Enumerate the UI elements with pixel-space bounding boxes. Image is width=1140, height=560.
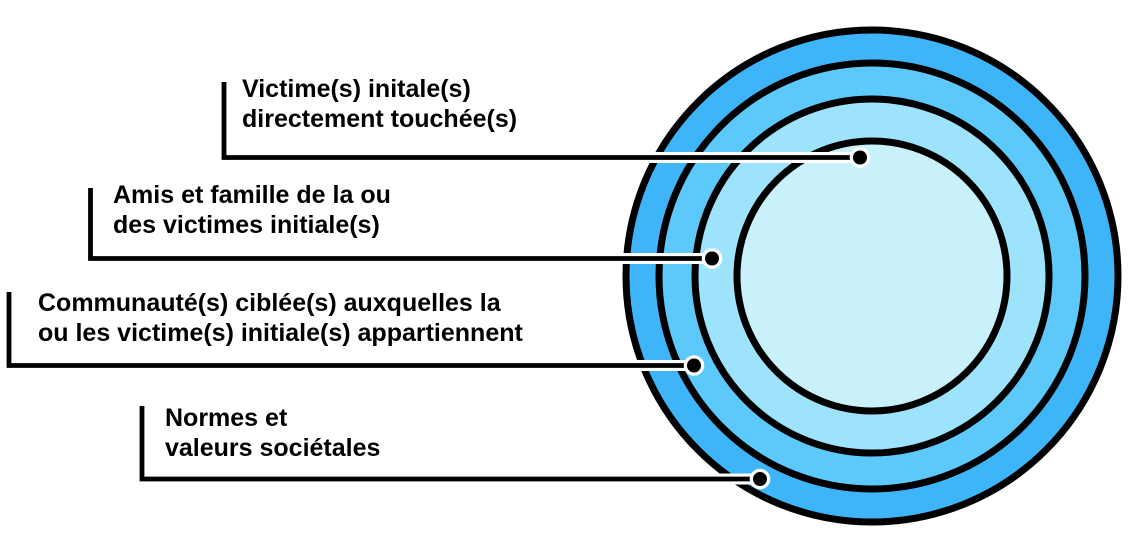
- label-initial-victims-line2: directement touchée(s): [242, 105, 518, 133]
- label-targeted-communities-line2: ou les victime(s) initiale(s) appartienn…: [38, 319, 523, 347]
- dot-targeted-communities: [687, 358, 701, 373]
- label-targeted-communities: Communauté(s) ciblée(s) auxquelles la ou…: [38, 288, 523, 348]
- label-friends-family-line1: Amis et famille de la ou: [113, 181, 391, 209]
- connector-initial-victims: [221, 82, 860, 160]
- dot-initial-victims: [853, 150, 867, 165]
- connector-societal-norms: [139, 406, 760, 482]
- connector-targeted-communities: [6, 292, 694, 368]
- ring-initial-victims: [733, 137, 1011, 415]
- label-societal-norms-line2: valeurs sociétales: [165, 434, 381, 462]
- label-friends-family: Amis et famille de la ou des victimes in…: [113, 180, 391, 240]
- connector-friends-family: [88, 188, 712, 261]
- label-initial-victims-line1: Victime(s) initale(s): [242, 75, 471, 103]
- label-societal-norms: Normes et valeurs sociétales: [165, 403, 380, 463]
- dot-friends-family: [705, 251, 719, 266]
- label-targeted-communities-line1: Communauté(s) ciblée(s) auxquelles la: [38, 289, 501, 317]
- dot-societal-norms: [753, 472, 767, 486]
- label-societal-norms-line1: Normes et: [165, 404, 288, 432]
- label-friends-family-line2: des victimes initiale(s): [113, 211, 380, 239]
- label-initial-victims: Victime(s) initale(s) directement touché…: [242, 74, 517, 134]
